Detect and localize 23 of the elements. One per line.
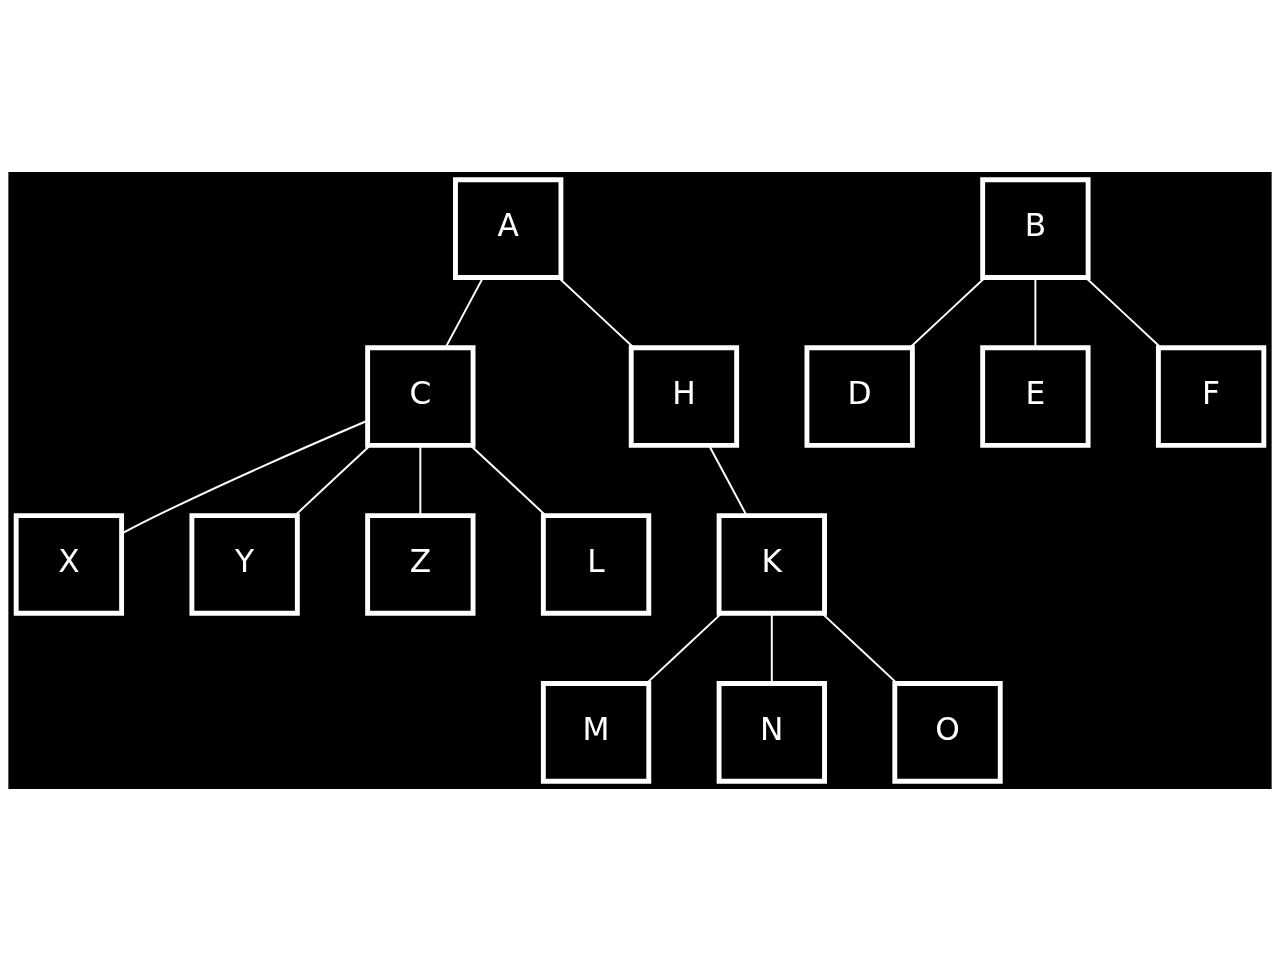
node-box: L	[540, 512, 652, 616]
connector	[645, 612, 722, 684]
connector	[770, 612, 773, 684]
connector	[708, 444, 748, 516]
node-box: F	[1155, 344, 1267, 448]
node-box: O	[892, 680, 1003, 784]
connector	[821, 612, 898, 684]
node-box: A	[453, 176, 564, 280]
node-box: M	[540, 680, 652, 784]
connector	[121, 419, 369, 534]
node-box: Y	[189, 512, 300, 616]
node-box: N	[716, 680, 827, 784]
connector	[470, 444, 547, 516]
node-box: H	[628, 344, 740, 448]
node-box: Z	[365, 512, 476, 616]
connector	[294, 444, 371, 516]
node-box: B	[980, 176, 1091, 280]
node-box: E	[980, 344, 1091, 448]
node-box: C	[365, 344, 476, 448]
node-box: K	[716, 512, 827, 616]
node-box: D	[804, 344, 915, 448]
connector	[419, 444, 422, 516]
node-box: X	[13, 512, 125, 616]
